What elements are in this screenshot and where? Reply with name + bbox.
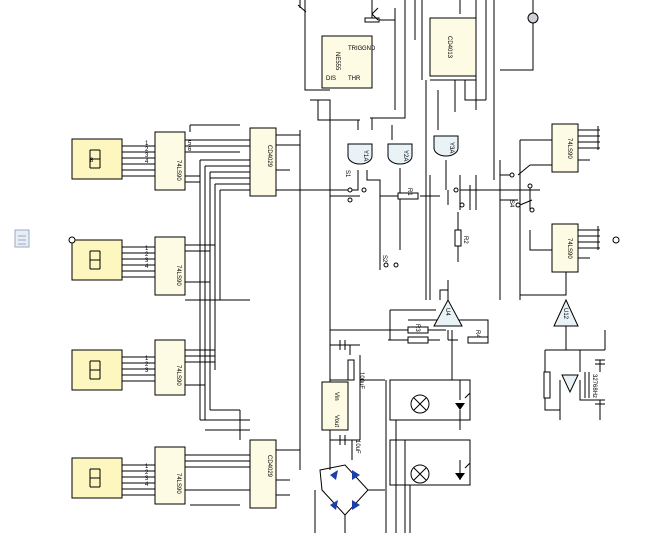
svg-text:32768Hz: 32768Hz: [591, 374, 597, 398]
svg-text:1: 1: [145, 356, 149, 362]
chip-u3-7805: Vin Vout: [321, 381, 349, 431]
svg-text:1: 1: [145, 464, 149, 470]
svg-text:74LS90: 74LS90: [175, 265, 181, 286]
svg-text:74LS90: 74LS90: [175, 160, 181, 181]
svg-text:CD4029: CD4029: [266, 455, 272, 478]
svg-text:6: 6: [188, 147, 192, 153]
gate-y1a: Y1A: [347, 143, 373, 165]
chip-u7a: CD4029: [249, 127, 277, 197]
opamp-u12: U12: [553, 298, 579, 327]
svg-text:THR: THR: [348, 76, 361, 82]
svg-text:3: 3: [145, 153, 149, 159]
svg-text:CD4013: CD4013: [446, 36, 452, 59]
misc-marks: [14, 229, 620, 248]
resistors: R1 R2 R3 R4: [347, 188, 489, 381]
svg-text:2: 2: [145, 147, 149, 153]
svg-text:74LS90: 74LS90: [175, 473, 181, 494]
wires: [299, 0, 606, 533]
chip-u1: 74LS90: [551, 123, 579, 173]
svg-text:100uF: 100uF: [358, 372, 364, 389]
chip-u7b: CD4029: [249, 439, 277, 509]
right-pin-stubs: [578, 126, 600, 259]
svg-text:Vout: Vout: [333, 415, 339, 427]
svg-text:4: 4: [145, 159, 149, 165]
leds: [455, 392, 471, 480]
chip-u6-cd4013: CD4013: [429, 17, 477, 77]
svg-text:2: 2: [145, 252, 149, 258]
svg-text:U12: U12: [562, 308, 568, 320]
top-components: [297, 4, 539, 24]
svg-text:Y2A: Y2A: [402, 150, 408, 161]
svg-text:Y3A: Y3A: [448, 142, 454, 153]
lamp-2: [410, 464, 430, 484]
svg-text:S1: S1: [344, 170, 350, 178]
svg-text:3: 3: [145, 476, 149, 482]
segment-shapes: [89, 149, 101, 488]
svg-text:74LS90: 74LS90: [566, 138, 572, 159]
svg-text:1: 1: [145, 246, 149, 252]
svg-text:8: 8: [90, 158, 94, 164]
svg-text:NE555: NE555: [334, 52, 340, 71]
svg-text:Y1A: Y1A: [362, 150, 368, 161]
opamp-u4: U4: [433, 298, 463, 327]
svg-text:5: 5: [188, 141, 192, 147]
svg-text:GND: GND: [362, 46, 376, 52]
lamp-1: [410, 394, 430, 414]
chip-u10: 74LS90: [154, 339, 186, 396]
svg-text:R4: R4: [474, 330, 480, 338]
chip-u8: 74LS90: [154, 131, 186, 191]
svg-text:3: 3: [145, 258, 149, 264]
svg-text:R2: R2: [462, 236, 468, 244]
svg-text:4: 4: [145, 264, 149, 270]
svg-text:TRIG: TRIG: [348, 46, 363, 52]
svg-text:CD4029: CD4029: [266, 145, 272, 168]
gate-y3a: Y3A: [433, 135, 459, 157]
gate-y2a: Y2A: [387, 143, 413, 165]
svg-text:1: 1: [145, 141, 149, 147]
svg-text:DIS: DIS: [326, 76, 336, 82]
svg-text:Vin: Vin: [333, 392, 339, 401]
chip-u5-ne555: NE555 TRIG THR DIS GND: [321, 35, 376, 89]
svg-text:2: 2: [145, 362, 149, 368]
svg-text:S4: S4: [508, 200, 514, 208]
svg-text:74LS90: 74LS90: [566, 238, 572, 259]
svg-text:2: 2: [145, 470, 149, 476]
chip-u2: 74LS90: [551, 223, 579, 273]
crystal-oscillator: 32768Hz: [543, 371, 597, 399]
svg-text:R1: R1: [406, 188, 412, 196]
switches: S1 S2 S4: [344, 170, 535, 268]
svg-text:3: 3: [145, 368, 149, 374]
svg-text:S2: S2: [381, 255, 387, 263]
pin-stubs: [122, 124, 300, 506]
svg-text:74LS90: 74LS90: [175, 365, 181, 386]
diode-bridge: [330, 470, 360, 510]
svg-text:U4: U4: [444, 308, 450, 316]
svg-text:R3: R3: [414, 324, 420, 332]
svg-text:10uF: 10uF: [354, 440, 360, 454]
capacitors: 100uF 10uF: [339, 340, 605, 454]
chip-u9: 74LS90: [154, 236, 186, 296]
chip-u11: 74LS90: [154, 446, 186, 505]
svg-text:4: 4: [145, 482, 149, 488]
